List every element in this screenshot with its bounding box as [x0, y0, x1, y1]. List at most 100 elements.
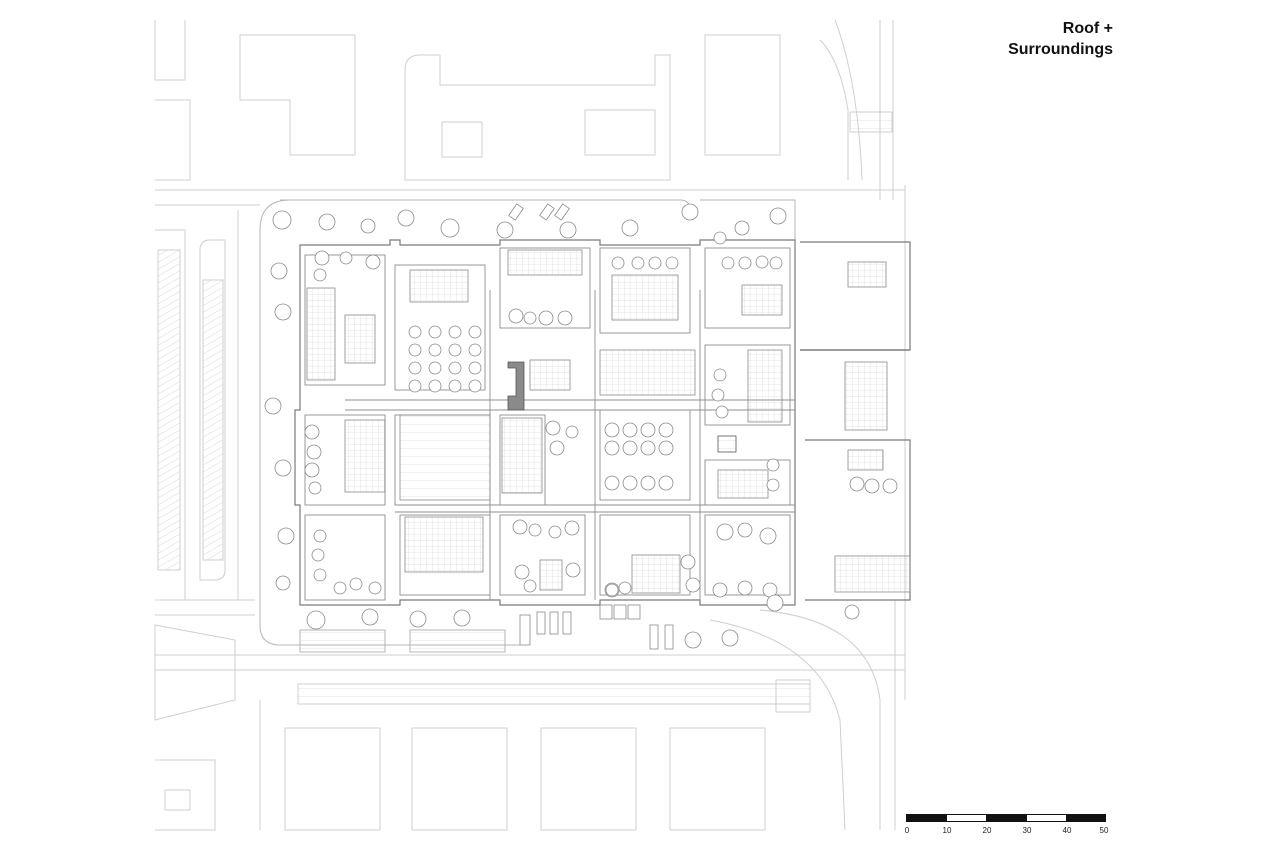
vehicles — [508, 203, 674, 650]
tree-56 — [658, 422, 674, 438]
tree-34 — [408, 379, 422, 393]
trees — [264, 203, 898, 649]
tree-49 — [769, 256, 783, 270]
scale-tick-0: 0 — [904, 826, 910, 835]
title-line-1: Roof + — [1062, 20, 1113, 37]
tree-26 — [408, 343, 422, 357]
tree-98 — [453, 609, 471, 627]
scale-tick-20: 20 — [982, 826, 992, 835]
tree-3 — [397, 209, 415, 227]
title-line-2: Surroundings — [1008, 41, 1113, 58]
stair-core — [507, 361, 737, 453]
tree-44 — [648, 256, 662, 270]
tree-24 — [448, 325, 462, 339]
tree-101 — [721, 629, 739, 647]
tree-14 — [264, 397, 282, 415]
building-footprint — [294, 239, 911, 606]
tree-52 — [715, 405, 729, 419]
tree-80 — [548, 525, 562, 539]
tree-81 — [564, 520, 580, 536]
tree-108 — [882, 478, 898, 494]
tree-76 — [349, 577, 363, 591]
tree-4 — [440, 218, 460, 238]
tree-62 — [622, 475, 638, 491]
tree-38 — [508, 308, 524, 324]
scale-segment-3 — [986, 814, 1027, 822]
scale-tick-50: 50 — [1099, 826, 1109, 835]
tree-17 — [275, 575, 291, 591]
drawing-title: Roof + Surroundings — [960, 18, 1113, 60]
tree-72 — [313, 529, 327, 543]
tree-63 — [640, 475, 656, 491]
tree-22 — [408, 325, 422, 339]
tree-75 — [333, 581, 347, 595]
scale-tick-30: 30 — [1022, 826, 1032, 835]
tree-96 — [361, 608, 379, 626]
tree-23 — [428, 325, 442, 339]
tree-0 — [272, 210, 292, 230]
tree-42 — [611, 256, 625, 270]
tree-79 — [528, 523, 542, 537]
tree-82 — [514, 564, 530, 580]
tree-39 — [523, 311, 537, 325]
tree-106 — [849, 476, 865, 492]
tree-69 — [306, 444, 322, 460]
tree-46 — [721, 256, 735, 270]
tree-92 — [712, 582, 728, 598]
tree-73 — [311, 548, 325, 562]
tree-28 — [448, 343, 462, 357]
tree-89 — [716, 523, 734, 541]
tree-66 — [565, 425, 579, 439]
tree-74 — [313, 568, 327, 582]
tree-104 — [766, 458, 780, 472]
tree-51 — [711, 388, 725, 402]
tree-59 — [640, 440, 656, 456]
tree-71 — [308, 481, 322, 495]
tree-68 — [304, 424, 320, 440]
tree-95 — [306, 610, 326, 630]
tree-57 — [604, 440, 620, 456]
tree-83 — [565, 562, 581, 578]
tree-35 — [428, 379, 442, 393]
tree-93 — [737, 580, 753, 596]
tree-11 — [713, 231, 727, 245]
tree-19 — [339, 251, 353, 265]
tree-53 — [604, 422, 620, 438]
tree-90 — [737, 522, 753, 538]
tree-87 — [680, 554, 696, 570]
tree-12 — [270, 262, 288, 280]
tree-58 — [622, 440, 638, 456]
tree-61 — [604, 475, 620, 491]
tree-48 — [755, 255, 769, 269]
tree-77 — [368, 581, 382, 595]
tree-41 — [557, 310, 573, 326]
tree-1 — [318, 213, 336, 231]
tree-60 — [658, 440, 674, 456]
tree-84 — [523, 579, 537, 593]
tree-105 — [766, 478, 780, 492]
tree-33 — [468, 361, 482, 375]
tree-21 — [313, 268, 327, 282]
tree-13 — [274, 303, 292, 321]
tree-8 — [681, 203, 699, 221]
tree-70 — [304, 462, 320, 478]
tree-25 — [468, 325, 482, 339]
scale-tick-10: 10 — [942, 826, 952, 835]
tree-103 — [844, 604, 860, 620]
tree-43 — [631, 256, 645, 270]
tree-102 — [766, 594, 784, 612]
tree-40 — [538, 310, 554, 326]
tree-37 — [468, 379, 482, 393]
tree-7 — [621, 219, 639, 237]
tree-97 — [409, 610, 427, 628]
scale-segment-1 — [906, 814, 947, 822]
tree-50 — [713, 368, 727, 382]
tree-107 — [864, 478, 880, 494]
scale-segment-5 — [1066, 814, 1106, 822]
tree-10 — [769, 207, 787, 225]
tree-64 — [658, 475, 674, 491]
tree-6 — [559, 221, 577, 239]
tree-99 — [605, 583, 619, 597]
tree-86 — [618, 581, 632, 595]
